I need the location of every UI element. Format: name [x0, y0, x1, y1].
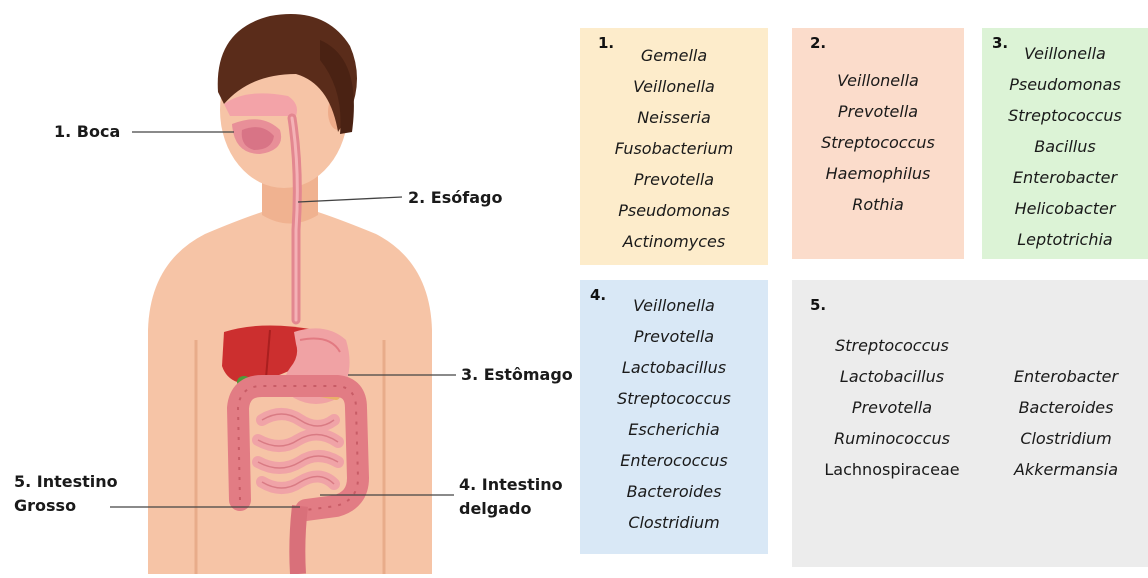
bacteria-item: Veillonella	[580, 290, 768, 321]
bacteria-item: Clostridium	[992, 423, 1140, 454]
bacteria-item: Actinomyces	[580, 226, 768, 257]
bacteria-item: Veillonella	[580, 71, 768, 102]
bacteria-item: Helicobacter	[982, 193, 1148, 224]
bacteria-item: Prevotella	[580, 164, 768, 195]
label-esofago: 2. Esófago	[408, 188, 502, 207]
rectum	[297, 506, 300, 574]
bacteria-list-left: Streptococcus Lactobacillus Prevotella R…	[806, 330, 978, 485]
bacteria-item: Enterococcus	[580, 445, 768, 476]
bacteria-item: Leptotrichia	[982, 224, 1148, 255]
bacteria-item: Bacteroides	[580, 476, 768, 507]
bacteria-box-intestino-grosso: 5. Streptococcus Lactobacillus Prevotell…	[792, 280, 1148, 567]
bacteria-item: Pseudomonas	[580, 195, 768, 226]
bacteria-item: Streptococcus	[792, 127, 964, 158]
bacteria-box-estomago: 3. Veillonella Pseudomonas Streptococcus…	[982, 28, 1148, 259]
bacteria-list: Veillonella Prevotella Streptococcus Hae…	[792, 65, 964, 220]
digestive-system-figure: 1. Boca 2. Esófago 3. Estômago 4. Intest…	[0, 0, 580, 574]
bacteria-item: Streptococcus	[806, 330, 978, 361]
bacteria-item: Bacillus	[982, 131, 1148, 162]
bacteria-item: Prevotella	[792, 96, 964, 127]
bacteria-item: Veillonella	[792, 65, 964, 96]
bacteria-item: Pseudomonas	[982, 69, 1148, 100]
label-intestino-delgado: 4. Intestino delgado	[459, 473, 565, 521]
bacteria-box-boca: 1. Gemella Veillonella Neisseria Fusobac…	[580, 28, 768, 265]
bacteria-item: Akkermansia	[992, 454, 1140, 485]
bacteria-item: Lachnospiraceae	[806, 454, 978, 485]
bacteria-item: Haemophilus	[792, 158, 964, 189]
label-intestino-grosso: 5. Intestino Grosso	[14, 470, 118, 518]
box-number: 5.	[810, 296, 826, 314]
bacteria-item: Bacteroides	[992, 392, 1140, 423]
bacteria-item: Streptococcus	[580, 383, 768, 414]
bacteria-item: Lactobacillus	[580, 352, 768, 383]
bacteria-item: Escherichia	[580, 414, 768, 445]
bacteria-item: Neisseria	[580, 102, 768, 133]
label-boca: 1. Boca	[54, 122, 120, 141]
bacteria-item: Ruminococcus	[806, 423, 978, 454]
bacteria-box-esofago: 2. Veillonella Prevotella Streptococcus …	[792, 28, 964, 259]
bacteria-list: Veillonella Pseudomonas Streptococcus Ba…	[982, 38, 1148, 255]
label-estomago: 3. Estômago	[461, 365, 573, 384]
bacteria-item: Prevotella	[580, 321, 768, 352]
bacteria-item: Veillonella	[982, 38, 1148, 69]
bacteria-list: Gemella Veillonella Neisseria Fusobacter…	[580, 40, 768, 257]
box-number: 2.	[810, 34, 826, 52]
bacteria-list-right: Enterobacter Bacteroides Clostridium Akk…	[992, 361, 1140, 485]
bacteria-item: Lactobacillus	[806, 361, 978, 392]
bacteria-item: Rothia	[792, 189, 964, 220]
bacteria-item: Enterobacter	[992, 361, 1140, 392]
bacteria-box-intestino-delgado: 4. Veillonella Prevotella Lactobacillus …	[580, 280, 768, 554]
bacteria-item: Streptococcus	[982, 100, 1148, 131]
bacteria-list: Veillonella Prevotella Lactobacillus Str…	[580, 290, 768, 538]
bacteria-item: Clostridium	[580, 507, 768, 538]
bacteria-item: Fusobacterium	[580, 133, 768, 164]
bacteria-item: Prevotella	[806, 392, 978, 423]
bacteria-item: Gemella	[580, 40, 768, 71]
bacteria-item: Enterobacter	[982, 162, 1148, 193]
